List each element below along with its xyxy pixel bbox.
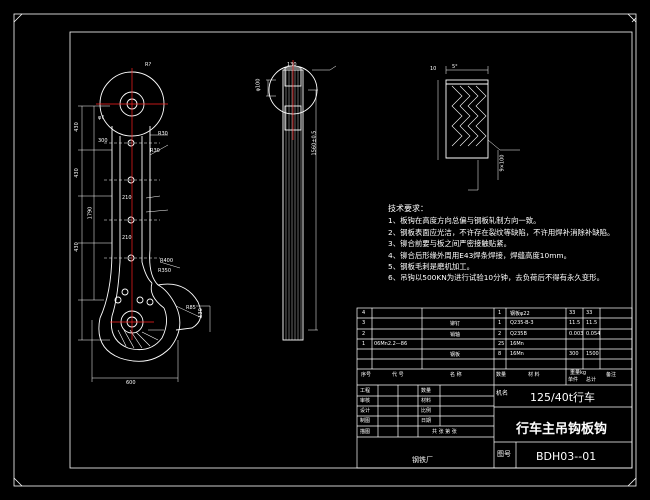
- dim-seg3: 430: [73, 242, 80, 252]
- parts-cell-name: 铆钉: [450, 321, 461, 327]
- parts-cell-qty: 2: [498, 331, 502, 337]
- requirement-item: 1、板钩在高度方向总偏与钢板轧制方向一致。: [388, 216, 541, 226]
- parts-mass-label: 重量kg: [570, 370, 587, 376]
- dim-seg2: 430: [73, 168, 80, 178]
- info-label: 比例: [421, 408, 432, 414]
- parts-cell-w1: 33: [569, 310, 576, 316]
- drawing-number: BDH03--01: [536, 450, 597, 463]
- parts-cell-no: 1: [362, 341, 366, 347]
- parts-cell-qty: 25: [498, 341, 505, 347]
- dim-side-hole: φ100: [255, 78, 262, 92]
- role-label: 设计: [360, 408, 371, 414]
- parts-header-total: 总计: [586, 377, 597, 383]
- title-block-grid: [356, 307, 633, 469]
- dim-r-side: R30: [158, 131, 168, 137]
- front-centerlines: [96, 68, 168, 340]
- parts-cell-no: 2: [362, 331, 366, 337]
- technical-requirements: 技术要求： 1、板钩在高度方向总偏与钢板轧制方向一致。 2、钢板表面应光洁，不许…: [388, 203, 638, 284]
- parts-cell-qty: 1: [498, 310, 502, 316]
- parts-header-code: 代 号: [392, 372, 404, 378]
- dim-seg1: 430: [73, 122, 80, 132]
- requirements-title: 技术要求：: [388, 204, 428, 213]
- role-label: 制图: [360, 418, 371, 424]
- role-label: 描图: [360, 429, 371, 435]
- requirement-item: 5、钢板毛刺是磨机加工。: [388, 262, 475, 272]
- corner-marks: [13, 13, 637, 487]
- parts-cell-w2: 11.5: [586, 320, 598, 326]
- requirement-item: 6、吊钩以500KN为进行试验10分钟，去负荷后不得有永久变形。: [388, 273, 604, 283]
- parts-cell-qty: 8: [498, 351, 502, 357]
- dim-detail-right: 9×100: [499, 154, 506, 172]
- role-label: 审核: [360, 398, 371, 404]
- dim-r-side2: R30: [150, 148, 160, 154]
- parts-cell-material: Q235-B-3: [510, 320, 534, 326]
- dim-detail-left: 10: [430, 66, 437, 72]
- factory-name: 钢铁厂: [412, 456, 433, 464]
- dim-hole: φ?: [98, 115, 104, 121]
- requirement-item: 2、钢板表面应光洁，不许存在裂纹等缺陷，不许用焊补消除补缺陷。: [388, 227, 615, 237]
- parts-header-no: 序号: [361, 372, 372, 378]
- dim-detail-top: 5°: [452, 64, 458, 70]
- dim-top-radius: R?: [145, 62, 152, 68]
- info-label: 日期: [421, 418, 432, 424]
- parts-header-material: 材 料: [528, 372, 540, 378]
- dim-bottom-w: 600: [126, 380, 136, 386]
- outer-border: [13, 13, 637, 487]
- parts-cell-no: 3: [362, 320, 366, 326]
- inner-border: [69, 31, 633, 469]
- parts-cell-name: 钢板: [450, 352, 461, 358]
- parts-cell-code: 06Mn2.2—86: [374, 341, 408, 347]
- parts-remark-label: 备注: [606, 372, 617, 378]
- dim-r-mid: R400: [160, 258, 174, 264]
- info-label: 材料: [421, 398, 432, 404]
- weld-detail-view: [437, 66, 520, 191]
- sheet-label: 共 张 第 张: [432, 429, 457, 435]
- parts-header-qty: 数量: [496, 372, 507, 378]
- role-label: 工程: [360, 388, 371, 394]
- dim-w1: 300: [98, 138, 108, 144]
- dim-total: 1790: [87, 206, 94, 220]
- parts-cell-material: 16Mn: [510, 351, 524, 357]
- requirement-item: 3、铆合前要与板之间严密接触贴紧。: [388, 239, 511, 249]
- dim-w3: 210: [122, 235, 132, 241]
- parts-cell-w2: 1500: [586, 351, 599, 357]
- dim-w2: 210: [122, 195, 132, 201]
- parts-cell-material: Q235B: [510, 331, 527, 337]
- requirement-item: 4、铆合后形缘外周用E43焊条焊接，焊缝高度10mm。: [388, 250, 572, 260]
- parts-cell-material: 钢板φ22: [510, 311, 530, 317]
- parts-cell-qty: 1: [498, 320, 502, 326]
- parts-cell-w1: 0.003: [569, 331, 584, 337]
- parts-cell-w1: 11.5: [569, 320, 581, 326]
- drawing-no-label: 图号: [497, 450, 511, 458]
- parts-cell-w2: 33: [586, 310, 593, 316]
- part-name: 行车主吊钩板钩: [516, 422, 608, 437]
- capacity-label: 125/40t行车: [530, 391, 596, 404]
- parts-cell-no: 4: [362, 310, 366, 316]
- dim-side-length: 1560±0.5: [311, 130, 318, 156]
- parts-cell-w1: 300: [569, 351, 579, 357]
- parts-header-unit: 单件: [568, 377, 579, 383]
- dim-r-bot: R85: [186, 305, 196, 311]
- hook-front-view: [78, 71, 211, 382]
- hook-side-view: [266, 65, 337, 341]
- parts-cell-w2: 0.054: [586, 331, 601, 337]
- name-label: 机名: [496, 390, 509, 397]
- dim-side-top: 130: [287, 62, 297, 68]
- dim-bottom-h: 130: [197, 308, 204, 318]
- parts-header-name: 名 称: [450, 372, 462, 378]
- dim-r-mid2: R350: [158, 268, 172, 274]
- parts-cell-name: 销轴: [450, 332, 461, 338]
- parts-cell-material: 16Mn: [510, 341, 524, 347]
- info-label: 数量: [421, 388, 432, 394]
